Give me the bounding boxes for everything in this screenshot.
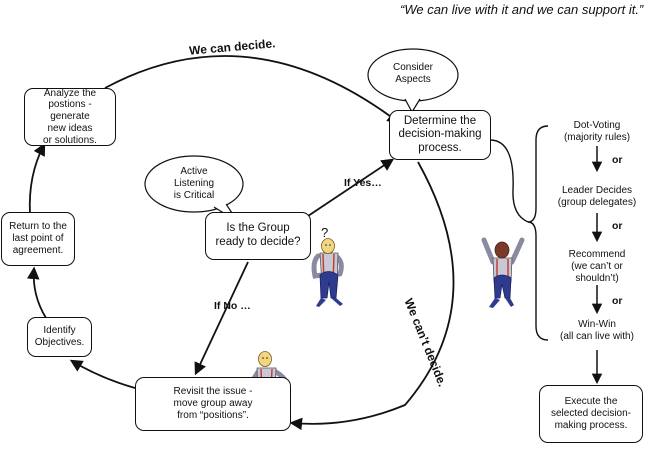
node-execute-process[interactable]: Execute the selected decision- making pr…	[539, 385, 643, 443]
options-brace	[527, 125, 549, 341]
option-win-win[interactable]: Win-Win (all can live with)	[560, 319, 634, 342]
node-return-agreement[interactable]: Return to the last point of agreement.	[1, 212, 75, 266]
arc-identify-to-return	[26, 266, 47, 319]
node-identify-objectives[interactable]: Identify Objectives.	[27, 317, 92, 357]
bubble-consider-aspects-text: Consider Aspects	[392, 62, 434, 85]
node-revisit-issue[interactable]: Revisit the issue - move group away from…	[135, 377, 291, 431]
option-dot-voting[interactable]: Dot-Voting (majority rules)	[563, 120, 631, 143]
option-leader-decides[interactable]: Leader Decides (group delegates)	[557, 185, 637, 208]
or-label-3: or	[612, 295, 623, 307]
arc-analyze-to-determine	[104, 55, 401, 124]
arc-revisit-to-identify	[69, 359, 136, 389]
node-group-ready-decision[interactable]: Is the Group ready to decide?	[205, 212, 311, 260]
node-analyze-positions[interactable]: Analyze the postions - generate new idea…	[24, 88, 116, 146]
option-recommend[interactable]: Recommend (we can’t or shouldn’t)	[568, 249, 626, 284]
header-quote: “We can live with it and we can support …	[400, 2, 644, 17]
or-label-1: or	[612, 154, 623, 166]
node-determine-process[interactable]: Determine the decision-making process.	[389, 110, 491, 160]
arrow-if-no	[194, 261, 249, 376]
label-if-yes: If Yes…	[344, 177, 382, 189]
or-label-2: or	[612, 220, 623, 232]
cheering-person-figure	[481, 237, 525, 308]
question-mark: ?	[321, 225, 329, 240]
arc-determine-to-revisit	[289, 161, 455, 431]
label-if-no: If No …	[214, 300, 251, 312]
bubble-active-listening-text: Active Listening is Critical	[173, 166, 215, 201]
connector-determine-to-brace	[489, 139, 529, 223]
arrow-if-yes	[304, 158, 395, 219]
thinking-person-figure	[311, 238, 344, 307]
arc-return-to-analyze	[28, 142, 46, 215]
